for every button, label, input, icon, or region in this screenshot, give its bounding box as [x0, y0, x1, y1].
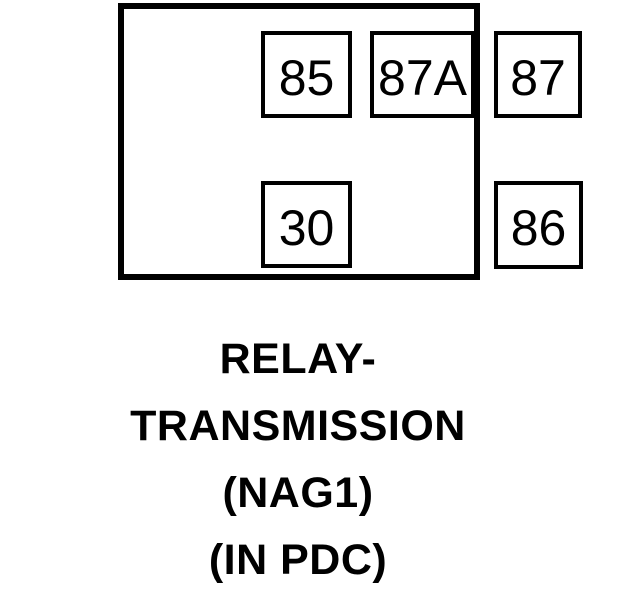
pin-87-label: 87: [510, 49, 566, 106]
diagram-caption: RELAY- TRANSMISSION (NAG1) (IN PDC): [58, 326, 538, 594]
pin-86: 86: [494, 181, 583, 269]
pin-85-label: 85: [278, 49, 335, 106]
relay-outline-box: 85 87A 87 30 86: [118, 3, 583, 280]
pin-85: 85: [261, 31, 352, 118]
pin-87: 87: [494, 31, 582, 118]
caption-line-2: TRANSMISSION: [130, 402, 466, 450]
pin-87a: 87A: [370, 31, 475, 118]
pin-86-label: 86: [510, 200, 567, 256]
pin-30-label: 30: [278, 199, 335, 256]
pin-87a-label: 87A: [378, 49, 467, 106]
caption-line-1: RELAY-: [219, 335, 377, 383]
caption-line-4: (IN PDC): [208, 536, 388, 584]
caption-line-3: (NAG1): [222, 469, 374, 517]
pin-30: 30: [261, 181, 352, 268]
